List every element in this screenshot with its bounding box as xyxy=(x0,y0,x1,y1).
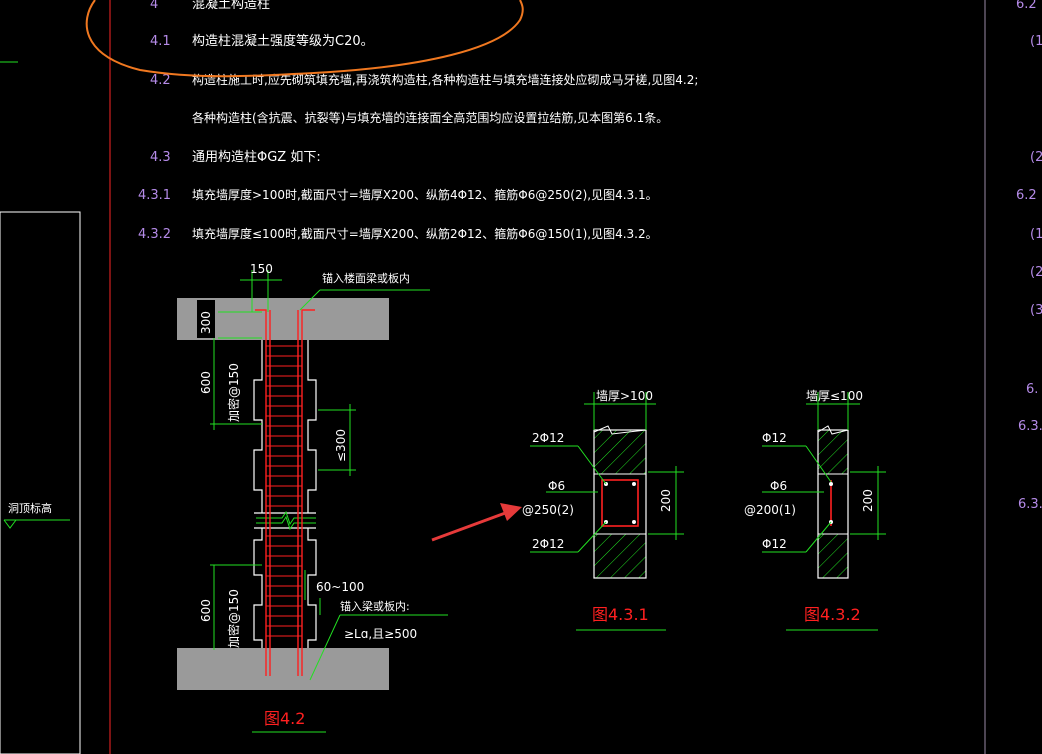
stirrups xyxy=(266,345,302,637)
wall-hatch-bottom xyxy=(818,534,848,578)
dim-600-top: 600 xyxy=(199,371,213,394)
right-num-4: (1 xyxy=(1030,227,1042,242)
right-num-2: (2 xyxy=(1030,150,1042,165)
note-num-0: 4 xyxy=(150,0,158,12)
note-text-1: 构造柱混凝土强度等级为C20。 xyxy=(192,33,374,49)
stirrup-top-label: 加密@150 xyxy=(226,363,241,422)
fig431-stirrup: Φ6 xyxy=(548,479,565,493)
right-num-5: (2 xyxy=(1030,265,1042,280)
figure-4-3-1: 墙厚>100 2Φ12 Φ6 @250(2) 2Φ12 200 图4.3.1 xyxy=(522,389,684,631)
notes-block: 4 混凝土构造柱 4.1 构造柱混凝土强度等级为C20。 4.2 构造柱施工时,… xyxy=(138,0,698,242)
wall-hatch-top xyxy=(818,430,848,474)
opening-top-elevation-label: 洞顶标高 xyxy=(8,501,52,515)
wall-hatch-top xyxy=(594,430,646,474)
caption-fig-4-2: 图4.2 xyxy=(264,709,305,728)
figure-4-2: 150 锚入楼面梁或板内 300 600 加密@150 ≤300 60~100 … xyxy=(177,262,448,733)
note-text-0: 混凝土构造柱 xyxy=(192,0,270,12)
fig432-rebar-top: Φ12 xyxy=(762,431,787,445)
drawing-frame xyxy=(0,0,986,754)
anchor-bottom-note-2: ≥Lɑ,且≥500 xyxy=(344,627,417,641)
note-num-6: 4.3.2 xyxy=(138,227,171,242)
note-text-4: 通用构造柱ΦGZ 如下: xyxy=(192,149,321,165)
wall-outline xyxy=(817,429,849,579)
right-num-3: 6.2 xyxy=(1016,188,1037,203)
fig432-title: 墙厚≤100 xyxy=(806,389,863,403)
note-num-2: 4.2 xyxy=(150,73,171,88)
anchor-bottom-note: 锚入梁或板内: xyxy=(340,599,410,613)
note-text-6: 填充墙厚度≤100时,截面尺寸=墙厚X200、纵筋2Φ12、箍筋Φ6@150(1… xyxy=(192,226,658,241)
wall-outline xyxy=(253,340,317,648)
stirrup-bottom-label: 加密@150 xyxy=(226,589,241,648)
dim-60-100: 60~100 xyxy=(316,580,364,594)
fig431-rebar-bottom: 2Φ12 xyxy=(532,537,564,551)
fig431-dimensions xyxy=(530,392,684,553)
arrow-icon xyxy=(431,503,522,542)
wall-hatch-bottom xyxy=(594,534,646,578)
note-num-5: 4.3.1 xyxy=(138,188,171,203)
right-margin-numbers: 6.2 (1 (2 6.2 (1 (2 (3 6. 6.3. 6.3. xyxy=(1016,0,1042,512)
note-num-1: 4.1 xyxy=(150,34,171,49)
anchor-top-note: 锚入楼面梁或板内 xyxy=(322,271,410,285)
right-num-1: (1 xyxy=(1030,34,1042,49)
right-num-6: (3 xyxy=(1030,303,1042,318)
note-text-5: 填充墙厚度>100时,截面尺寸=墙厚X200、纵筋4Φ12、箍筋Φ6@250(2… xyxy=(192,187,658,202)
right-num-9: 6.3. xyxy=(1018,497,1042,512)
wall-outline xyxy=(593,429,647,579)
fig431-title: 墙厚>100 xyxy=(596,389,653,403)
fig431-spacing: @250(2) xyxy=(522,503,574,517)
caption-fig-4-3-2: 图4.3.2 xyxy=(804,605,861,624)
figure-4-3-2: 墙厚≤100 Φ12 Φ6 @200(1) Φ12 200 图4.3.2 xyxy=(744,389,886,631)
fig431-rebar-top: 2Φ12 xyxy=(532,431,564,445)
bottom-slab xyxy=(177,648,389,690)
right-num-0: 6.2 xyxy=(1016,0,1037,12)
caption-fig-4-3-1: 图4.3.1 xyxy=(592,605,649,624)
right-num-7: 6. xyxy=(1026,382,1038,397)
fig431-dim-200: 200 xyxy=(659,489,673,512)
fig432-rebar-bottom: Φ12 xyxy=(762,537,787,551)
fig432-spacing: @200(1) xyxy=(744,503,796,517)
dim-150: 150 xyxy=(250,262,273,276)
highlight-circle xyxy=(85,0,524,78)
dim-600-bottom: 600 xyxy=(199,599,213,622)
note-text-3: 各种构造柱(含抗震、抗裂等)与填充墙的连接面全高范围均应设置拉结筋,见本图第6.… xyxy=(192,110,668,125)
stirrup-ring xyxy=(601,479,639,527)
fig432-stirrup: Φ6 xyxy=(770,479,787,493)
fig432-dim-200: 200 xyxy=(861,489,875,512)
dim-le300: ≤300 xyxy=(334,429,348,462)
fig432-dimensions xyxy=(762,392,886,553)
left-margin-label: 洞顶标高 xyxy=(3,501,70,529)
right-num-8: 6.3. xyxy=(1018,419,1042,434)
note-num-4: 4.3 xyxy=(150,150,171,165)
break-mark xyxy=(256,510,316,531)
note-text-2: 构造柱施工时,应先砌筑填充墙,再浇筑构造柱,各种构造柱与填充墙连接处应砌成马牙槎… xyxy=(192,72,698,87)
longitudinal-rebar xyxy=(255,309,315,676)
dim-300: 300 xyxy=(199,311,213,334)
